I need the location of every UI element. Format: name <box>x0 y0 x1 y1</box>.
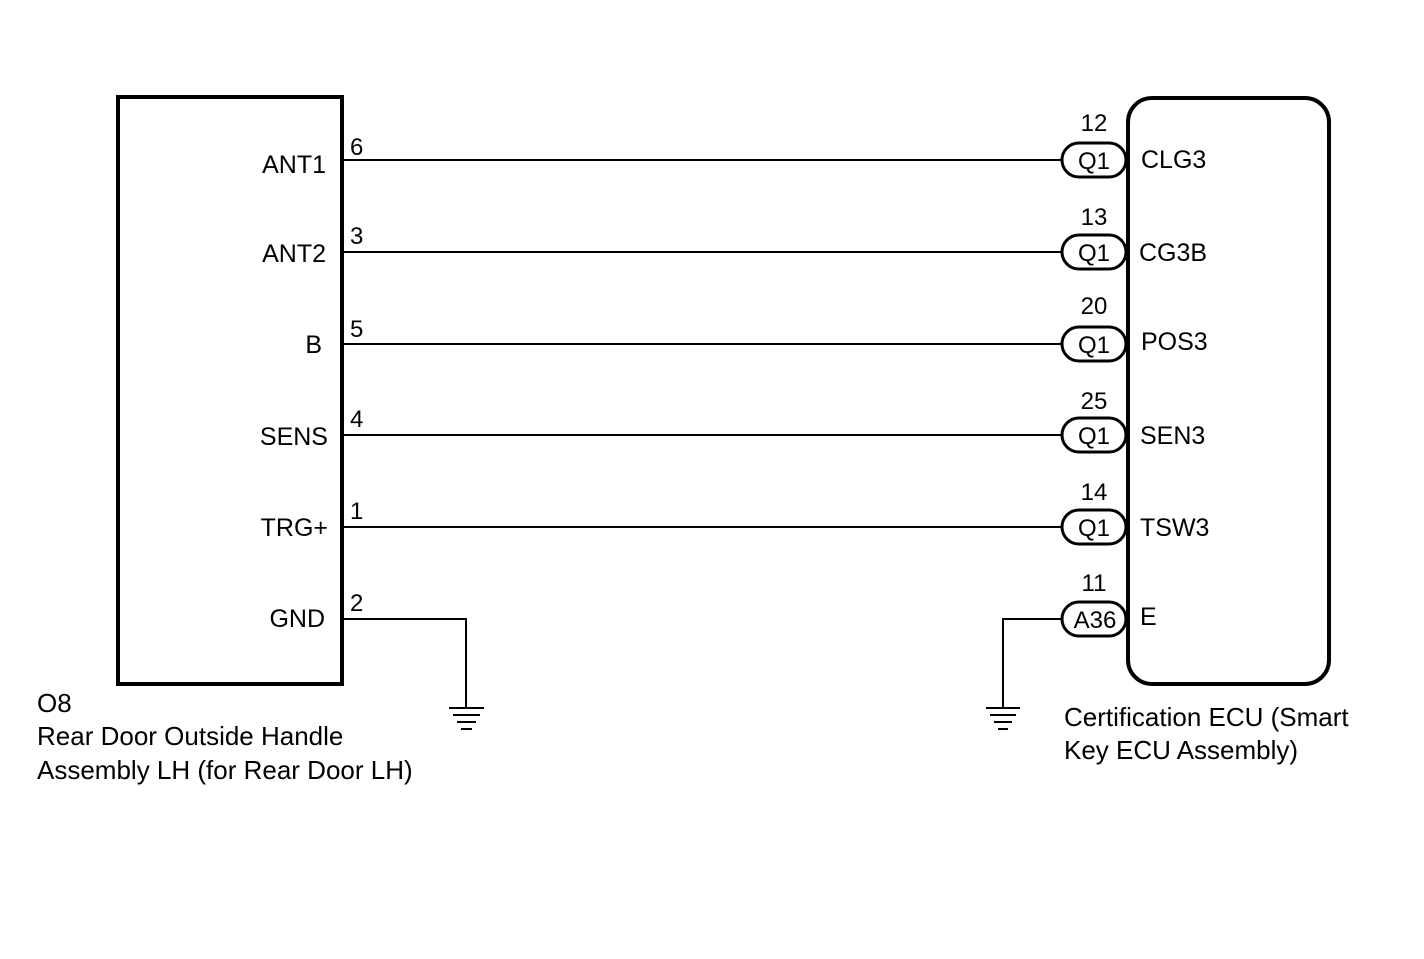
ground-symbol-right <box>986 707 1020 730</box>
connector-pill <box>1060 325 1128 363</box>
ecu-box <box>1126 96 1331 686</box>
ecu-pin-number: 13 <box>1081 204 1108 231</box>
connector-pill <box>1060 141 1128 179</box>
left-pin-label: TRG+ <box>261 514 328 542</box>
connector-code: Q1 <box>1078 332 1110 359</box>
ecu-pin-label: E <box>1140 603 1157 631</box>
ecu-pin-number: 25 <box>1081 388 1108 415</box>
ecu-pin-number: 14 <box>1081 479 1108 506</box>
connector-code: A36 <box>1074 607 1117 634</box>
connector-code: Q1 <box>1078 240 1110 267</box>
left-component-name: Rear Door Outside Handle <box>37 721 343 751</box>
ecu-pin-label: SEN3 <box>1140 422 1205 450</box>
connector-pill <box>1060 600 1128 638</box>
connector-code: Q1 <box>1078 148 1110 175</box>
connector-code: Q1 <box>1078 515 1110 542</box>
left-pin-number: 6 <box>350 134 363 161</box>
ecu-name: Key ECU Assembly) <box>1064 735 1298 765</box>
left-component-name: Assembly LH (for Rear Door LH) <box>37 755 413 785</box>
wire-e-ground <box>1002 618 1064 708</box>
connector-pill <box>1060 233 1128 271</box>
connector-pill <box>1060 508 1128 546</box>
ecu-pin-number: 20 <box>1081 293 1108 320</box>
left-component-box <box>116 95 344 686</box>
left-pin-label: GND <box>269 605 325 633</box>
left-pin-label: SENS <box>260 423 328 451</box>
ground-symbol-left <box>449 707 484 730</box>
left-pin-number: 1 <box>350 498 363 525</box>
left-pin-number: 3 <box>350 223 363 250</box>
left-pin-number: 5 <box>350 316 363 343</box>
ecu-pin-number: 11 <box>1082 570 1107 597</box>
wire-gnd-left <box>342 618 467 708</box>
ecu-pin-number: 12 <box>1081 110 1108 137</box>
ecu-name: Certification ECU (Smart <box>1064 702 1349 732</box>
ecu-pin-label: POS3 <box>1141 328 1208 356</box>
connector-pill <box>1060 416 1128 454</box>
ecu-pin-label: CLG3 <box>1141 146 1206 174</box>
left-pin-label: B <box>305 331 322 359</box>
left-pin-number: 4 <box>350 406 363 433</box>
left-pin-label: ANT1 <box>262 151 326 179</box>
ecu-pin-label: TSW3 <box>1140 514 1209 542</box>
connector-code: Q1 <box>1078 423 1110 450</box>
ecu-pin-label: CG3B <box>1139 239 1207 267</box>
left-pin-number: 2 <box>350 590 363 617</box>
left-component-code: O8 <box>37 688 72 718</box>
left-pin-label: ANT2 <box>262 240 326 268</box>
